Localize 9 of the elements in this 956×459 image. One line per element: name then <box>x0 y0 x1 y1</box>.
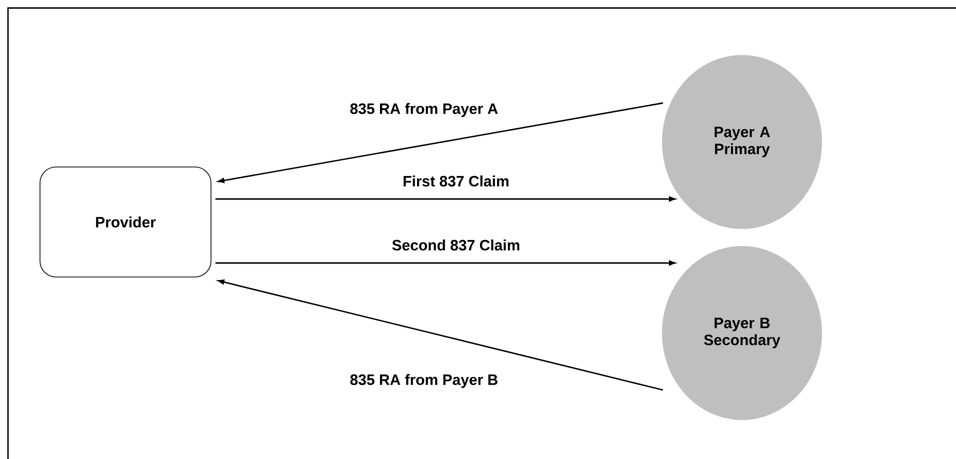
process-box: Provider <box>40 166 212 278</box>
edge-label: Second 837 Claim <box>390 238 522 252</box>
arrow <box>215 196 676 202</box>
edge-label: 835 RA from Payer A <box>348 102 500 118</box>
edge-label: 835 RA from Payer B <box>348 373 500 389</box>
arrow <box>218 279 664 391</box>
edge-label: First 837 Claim <box>402 174 510 188</box>
arrow <box>215 260 676 266</box>
arrow <box>218 102 664 184</box>
